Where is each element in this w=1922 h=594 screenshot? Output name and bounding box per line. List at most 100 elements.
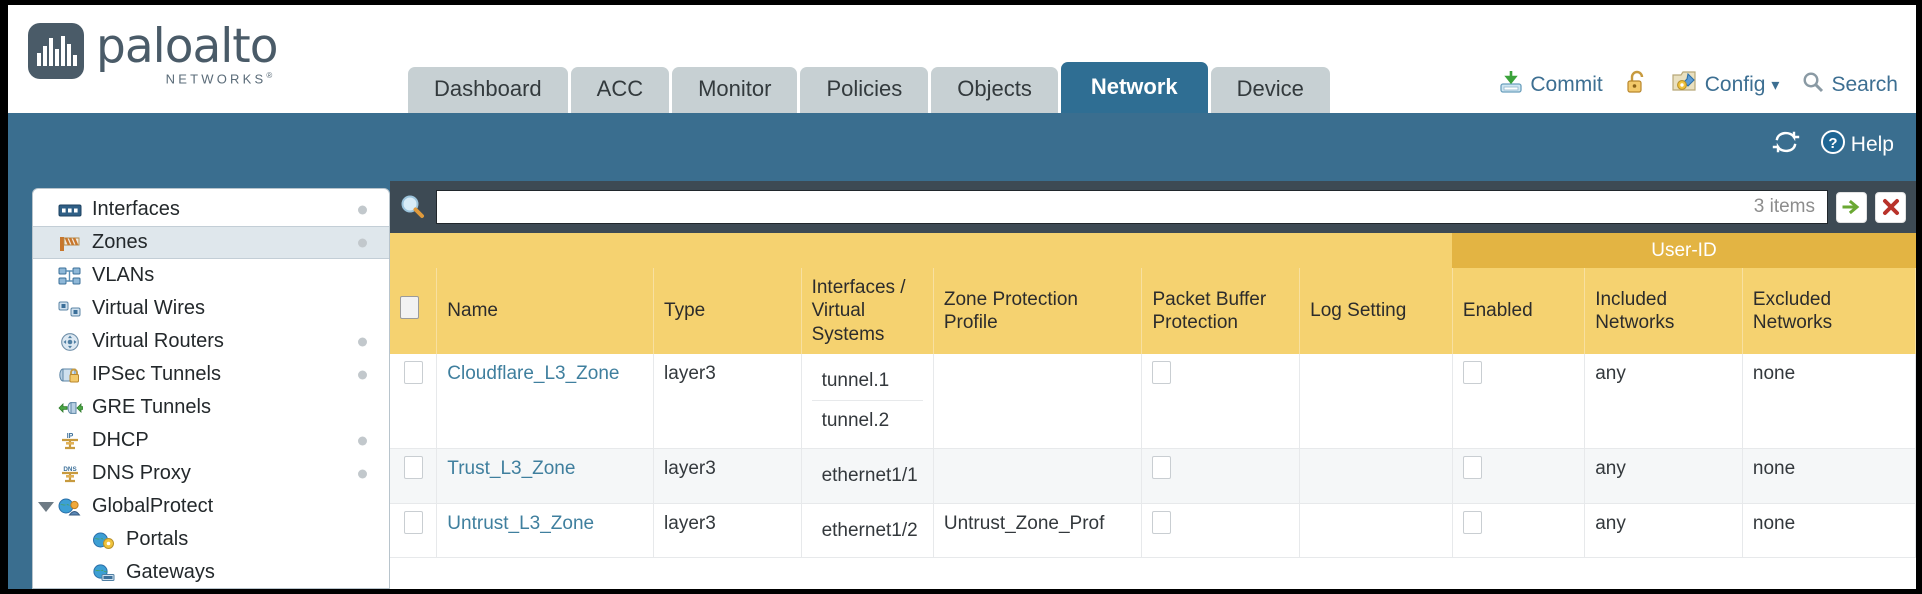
tab-monitor[interactable]: Monitor [672, 67, 798, 113]
sidebar-item-label: Interfaces [92, 198, 180, 220]
group-header-spacer [390, 233, 1453, 269]
column-header-log-setting[interactable]: Log Setting [1299, 268, 1453, 354]
sidebar-item-virtual-routers[interactable]: Virtual Routers [33, 325, 389, 358]
column-header-enabled[interactable]: Enabled [1452, 268, 1586, 354]
help-question-icon: ? [1820, 129, 1846, 161]
userid-enabled-checkbox[interactable] [1462, 455, 1482, 479]
tab-network[interactable]: Network [1060, 62, 1208, 113]
paloalto-logo-icon [28, 23, 84, 79]
globalprotect-icon [57, 497, 83, 517]
column-header-name[interactable]: Name [436, 268, 655, 354]
interface-entry: tunnel.1 [821, 369, 890, 391]
unlock-padlock-icon [1625, 69, 1649, 101]
tab-objects[interactable]: Objects [931, 67, 1058, 113]
cell-interfaces: ethernet1/2 [801, 503, 934, 559]
interface-entry: ethernet1/1 [821, 464, 918, 486]
search-toolbar: 3 items [390, 181, 1916, 233]
userid-enabled-checkbox[interactable] [1462, 360, 1482, 384]
sidebar-item-gateways[interactable]: Gateways [33, 556, 389, 588]
column-header-packet-buffer-protection[interactable]: Packet Buffer Protection [1141, 268, 1301, 354]
tab-policies[interactable]: Policies [800, 67, 929, 113]
commit-label: Commit [1530, 73, 1603, 96]
sidebar-item-label: DHCP [92, 429, 149, 451]
select-all-checkbox[interactable] [400, 296, 419, 320]
svg-text:?: ? [1828, 135, 1837, 152]
sub-toolbar-actions: ? Help [1772, 129, 1894, 161]
cell-userid-enabled [1452, 353, 1586, 449]
column-header-excluded-networks[interactable]: Excluded Networks [1742, 268, 1916, 354]
sidebar-item-virtual-wires[interactable]: Virtual Wires [33, 292, 389, 325]
unlock-button[interactable] [1625, 69, 1649, 101]
cell-type: layer3 [653, 353, 802, 449]
search-magnifier-icon [398, 192, 428, 222]
cell-zone-protection-profile: Untrust_Zone_Prof [933, 503, 1143, 559]
zone-name-link[interactable]: Untrust_L3_Zone [447, 512, 595, 534]
content-pane: 3 items [390, 181, 1916, 589]
tab-acc[interactable]: ACC [570, 67, 670, 113]
gateways-icon [91, 563, 117, 583]
config-menu-button[interactable]: Config ▾ [1671, 69, 1779, 101]
cell-interfaces: ethernet1/1 [801, 448, 934, 504]
column-header-type[interactable]: Type [653, 268, 802, 354]
packet-buffer-protection-checkbox[interactable] [1152, 510, 1172, 534]
sidebar-item-label: IPSec Tunnels [92, 363, 221, 385]
svg-text:DNS: DNS [63, 466, 76, 473]
refresh-icon[interactable] [1772, 130, 1800, 160]
ipsec-tunnels-icon [57, 365, 83, 385]
sidebar-item-label: Portals [126, 528, 189, 550]
userid-enabled-checkbox[interactable] [1462, 510, 1482, 534]
sidebar-item-label: Virtual Wires [92, 297, 205, 319]
sidebar-item-zones[interactable]: Zones [33, 226, 389, 259]
tab-device[interactable]: Device [1210, 67, 1330, 113]
column-header-included-networks[interactable]: Included Networks [1584, 268, 1743, 354]
sidebar-item-vlans[interactable]: VLANs [33, 259, 389, 292]
sidebar-status-dot [358, 205, 367, 214]
config-label: Config [1704, 73, 1766, 96]
cell-log-setting [1299, 353, 1453, 449]
zone-name-link[interactable]: Cloudflare_L3_Zone [447, 362, 620, 384]
cell-packet-buffer-protection [1141, 503, 1301, 559]
column-header-zone-protection-profile[interactable]: Zone Protection Profile [933, 268, 1143, 354]
sidebar-status-dot [358, 436, 367, 445]
brand-tagline: NETWORKS [165, 71, 267, 87]
clear-filter-button[interactable] [1875, 191, 1906, 223]
search-button[interactable]: Search [1801, 70, 1898, 100]
sidebar-item-gre-tunnels[interactable]: GRE Tunnels [33, 391, 389, 424]
sidebar-item-ipsec-tunnels[interactable]: IPSec Tunnels [33, 358, 389, 391]
sidebar-item-interfaces[interactable]: Interfaces [33, 193, 389, 226]
cell-zone-protection-profile [933, 448, 1143, 504]
packet-buffer-protection-checkbox[interactable] [1152, 455, 1172, 479]
sidebar-item-portals[interactable]: Portals [33, 523, 389, 556]
item-count-label: 3 items [1753, 196, 1815, 217]
zones-icon [57, 233, 83, 253]
row-select-checkbox[interactable] [403, 455, 423, 479]
column-header-interfaces-virtual-systems[interactable]: Interfaces / Virtual Systems [801, 268, 934, 354]
tab-dashboard[interactable]: Dashboard [408, 67, 568, 113]
sidebar-item-globalprotect[interactable]: GlobalProtect [33, 490, 389, 523]
cell-excluded-networks: none [1742, 503, 1916, 559]
help-button[interactable]: ? Help [1820, 129, 1894, 161]
sidebar-item-label: Zones [92, 231, 148, 253]
apply-filter-button[interactable] [1836, 191, 1867, 223]
sidebar-item-label: DNS Proxy [92, 462, 191, 484]
row-select-checkbox[interactable] [403, 360, 423, 384]
zone-name-link[interactable]: Trust_L3_Zone [447, 457, 576, 479]
commit-button[interactable]: Commit [1498, 69, 1603, 101]
sidebar-item-dns-proxy[interactable]: DNS DNS Proxy [33, 457, 389, 490]
expand-collapse-triangle-icon[interactable] [38, 501, 54, 512]
packet-buffer-protection-checkbox[interactable] [1152, 360, 1172, 384]
cell-log-setting [1299, 448, 1453, 504]
search-input[interactable]: 3 items [436, 190, 1828, 224]
cell-name: Cloudflare_L3_Zone [436, 353, 655, 449]
sidebar-status-dot [358, 337, 367, 346]
row-select-checkbox[interactable] [403, 510, 423, 534]
